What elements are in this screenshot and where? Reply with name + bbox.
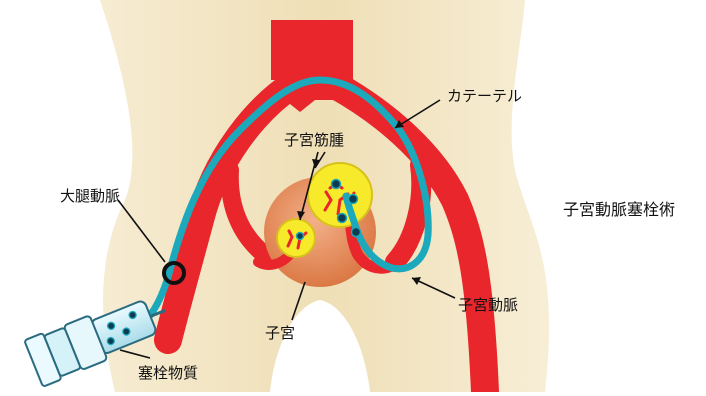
label-catheter: カテーテル <box>447 89 522 104</box>
label-uterine-artery: 子宮動脈 <box>458 298 518 313</box>
label-femoral-artery: 大腿動脈 <box>60 189 120 204</box>
label-title: 子宮動脈塞栓術 <box>563 202 675 218</box>
label-uterus: 子宮 <box>265 326 295 341</box>
fibroid-small <box>277 219 315 257</box>
label-embolic-material: 塞栓物質 <box>138 366 198 381</box>
label-fibroids: 子宮筋腫 <box>284 133 344 148</box>
